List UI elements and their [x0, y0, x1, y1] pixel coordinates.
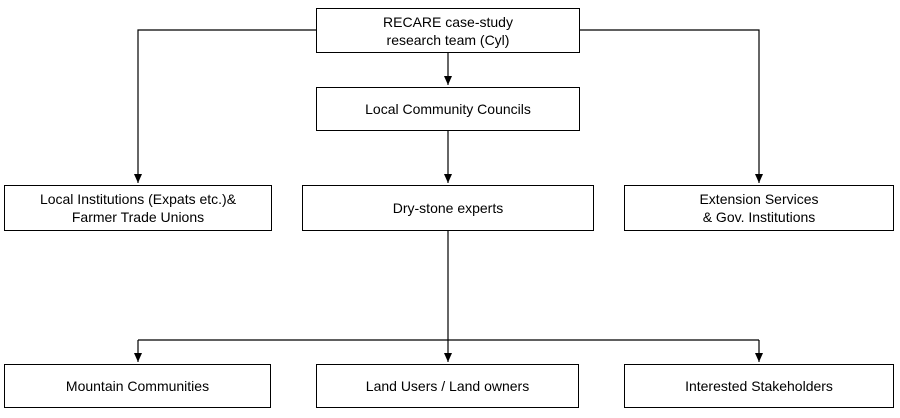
node-dry-stone-experts: Dry-stone experts [302, 185, 594, 231]
arrow-research-to-institutions [134, 29, 316, 183]
node-land-users: Land Users / Land owners [316, 364, 579, 408]
node-mountain-communities: Mountain Communities [4, 364, 271, 408]
arrow-research-to-extension [580, 29, 763, 183]
node-interested-stakeholders: Interested Stakeholders [624, 364, 894, 408]
node-research-team: RECARE case-study research team (Cyl) [316, 8, 580, 53]
node-extension-services: Extension Services & Gov. Institutions [624, 185, 894, 231]
node-community-councils: Local Community Councils [316, 87, 580, 131]
node-local-institutions: Local Institutions (Expats etc.)& Farmer… [4, 185, 272, 231]
